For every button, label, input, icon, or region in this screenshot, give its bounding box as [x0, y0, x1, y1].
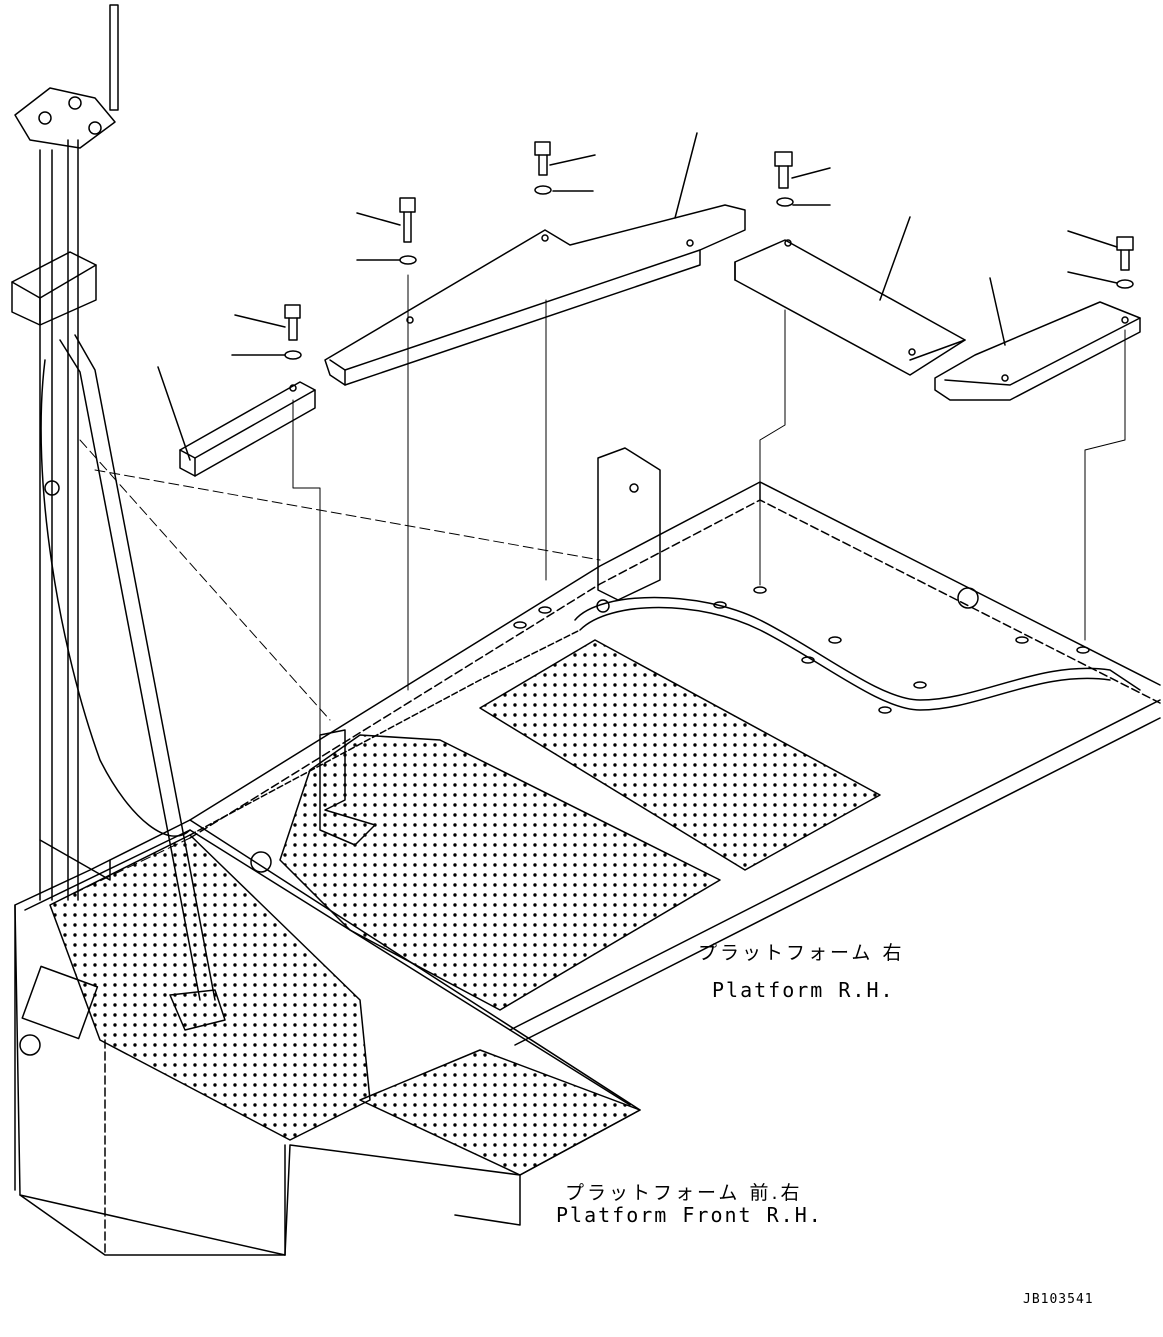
bolt-3	[534, 141, 552, 195]
platform-front-rh-label-jp: プラットフォーム 前.右	[565, 1182, 803, 1204]
drawing-id: JB103541	[1023, 1292, 1094, 1307]
platform-front-rh-label-en: Platform Front R.H.	[556, 1203, 823, 1227]
cover-right-2	[934, 301, 1141, 401]
bolt-2	[399, 197, 417, 265]
mast-assembly	[11, 4, 376, 1031]
bolt-4	[774, 151, 794, 207]
perforated-panel-left	[279, 734, 721, 1011]
cover-long-center	[324, 204, 746, 386]
leader-lines	[157, 132, 1118, 461]
dashed-guides	[59, 439, 601, 901]
perforated-panel-center	[479, 639, 881, 871]
cover-right-1	[734, 239, 966, 376]
platform-rh-label-en: Platform R.H.	[712, 978, 895, 1002]
cover-small-left	[179, 381, 316, 477]
wire-harness	[189, 587, 1141, 873]
assembly-guide-lines	[292, 274, 1126, 736]
center-pillar	[596, 447, 661, 613]
bolt-5	[1116, 236, 1134, 289]
bolt-1	[284, 304, 302, 360]
standoff-bosses	[513, 586, 1090, 714]
platform-rh-label-jp: プラットフォーム 右	[698, 942, 905, 964]
platform-rh-frame	[189, 481, 1161, 1046]
